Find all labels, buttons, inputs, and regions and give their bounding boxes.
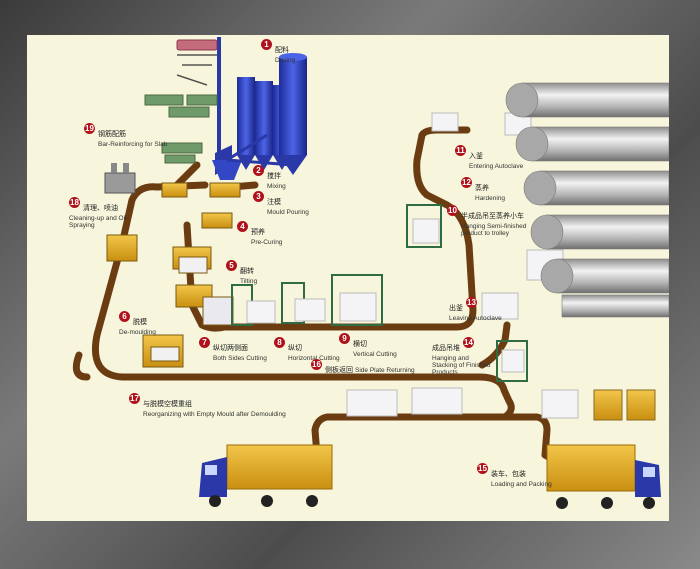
- step-label-zh: 装车、包装: [491, 471, 526, 478]
- step-label-en: Entering Autoclave: [469, 162, 524, 170]
- step-pre-curing: 4预养 Pre-Curing: [237, 221, 282, 246]
- step-both-sides-cutting: 7纵切两侧面 Both Sides Cutting: [199, 337, 267, 362]
- step-badge: 4: [237, 221, 248, 232]
- reinforcing-cages: [144, 39, 218, 164]
- step-label-zh: 成品吊堆: [432, 345, 460, 352]
- process-illustration: [72, 37, 669, 509]
- step-badge: 14: [463, 337, 474, 348]
- step-label-en: Loading and Packing: [491, 480, 552, 488]
- step-label-zh: 纵切: [288, 345, 302, 352]
- step-label-en: Tilting: [240, 277, 258, 285]
- step-label-en: Vertical Cutting: [353, 350, 397, 358]
- step-label-en: Both Sides Cutting: [213, 354, 267, 362]
- step-vertical-cutting: 9横切 Vertical Cutting: [339, 333, 397, 358]
- step-badge: 16: [311, 359, 322, 370]
- step-label-zh: 出釜: [449, 305, 463, 312]
- step-label-zh: 钢筋配筋: [98, 131, 126, 138]
- truck-left: [199, 444, 333, 507]
- step-label-zh: 搅拌: [267, 173, 281, 180]
- step-label-en: Hardening: [475, 194, 505, 202]
- step-reorganizing: 17与脱模空模重组 Reorganizing with Empty Mould a…: [129, 393, 286, 418]
- step-label-zh: 横切: [353, 341, 367, 348]
- step-label-zh: 蒸养: [475, 185, 489, 192]
- step-label-zh: 与脱模空模重组: [143, 401, 192, 408]
- step-label-zh: 注模: [267, 199, 281, 206]
- step-label-en: Bar-Reinforcing for Slab: [98, 140, 168, 148]
- step-badge: 9: [339, 333, 350, 344]
- cutting-machines: [231, 204, 528, 382]
- step-mixing: 2搅拌 Mixing: [253, 165, 286, 190]
- step-label-en: Leaving Autoclave: [449, 314, 502, 322]
- step-loading-packing: 15装车、包装 Loading and Packing: [477, 463, 552, 488]
- step-cleaning-oil-spraying: 18清理、喷油 Cleaning-up and Oil-Spraying: [69, 197, 129, 229]
- step-badge: 18: [69, 197, 80, 208]
- step-badge: 2: [253, 165, 264, 176]
- step-dosing: 1配料 Dosing: [261, 39, 295, 64]
- step-hanging-to-trolley: 10半成品吊至蒸养小车 Hanging Semi-finished product…: [447, 205, 539, 237]
- step-badge: 17: [129, 393, 140, 404]
- step-label-en: Reorganizing with Empty Mould after Demo…: [143, 410, 286, 418]
- step-badge: 3: [253, 191, 264, 202]
- step-label-en: De-moulding: [119, 328, 156, 336]
- process-diagram: 1配料 Dosing 2搅拌 Mixing 3注模 Mould Pouring 4预养…: [27, 35, 669, 521]
- step-label-en: Mould Pouring: [267, 208, 309, 216]
- step-badge: 7: [199, 337, 210, 348]
- step-badge: 11: [455, 145, 466, 156]
- step-label-zh: 预养: [251, 229, 265, 236]
- step-label-zh: 脱模: [133, 319, 147, 326]
- step-horizontal-cutting: 8纵切 Horizontal Cutting: [274, 337, 340, 362]
- step-de-moulding: 6脱模 De-moulding: [119, 311, 156, 336]
- step-badge: 1: [261, 39, 272, 50]
- step-label-en: Hanging Semi-finished product to trolley: [461, 222, 527, 238]
- step-label-en: Mixing: [267, 182, 286, 190]
- step-label-en: Cleaning-up and Oil-Spraying: [69, 214, 129, 230]
- step-label-zh: 入釜: [469, 153, 483, 160]
- batching-silos: [212, 37, 307, 180]
- step-bar-reinforcing: 19钢筋配筋 Bar-Reinforcing for Slab: [84, 123, 167, 148]
- moulds: [106, 182, 241, 368]
- step-label-en: Horizontal Cutting: [288, 354, 340, 362]
- step-label-zh: 半成品吊至蒸养小车: [461, 213, 524, 220]
- cleaning-machine: [104, 163, 136, 194]
- step-label-en: Dosing: [275, 56, 296, 64]
- step-badge: 13: [466, 297, 477, 308]
- step-label-zh: 配料: [275, 47, 289, 54]
- step-badge: 10: [447, 205, 458, 216]
- step-mould-pouring: 3注模 Mould Pouring: [253, 191, 309, 216]
- step-label-zh: 纵切两侧面: [213, 345, 248, 352]
- step-label-zh: 清理、喷油: [83, 205, 118, 212]
- step-badge: 19: [84, 123, 95, 134]
- step-tilting: 5翻转 Tilting: [226, 260, 257, 285]
- step-badge: 12: [461, 177, 472, 188]
- step-label-en: Pre-Curing: [251, 238, 283, 246]
- step-label-en: Hanging and Stacking of Finished Product…: [432, 354, 491, 377]
- finished-pallets: [593, 389, 656, 421]
- step-badge: 6: [119, 311, 130, 322]
- autoclaves: [505, 82, 669, 318]
- truck-right: [546, 444, 661, 509]
- step-badge: 8: [274, 337, 285, 348]
- step-badge: 5: [226, 260, 237, 271]
- step-entering-autoclave: 11入釜 Entering Autoclave: [455, 145, 523, 170]
- step-hardening: 12蒸养 Hardening: [461, 177, 505, 202]
- step-label-en: Side Plate Returning: [355, 367, 415, 374]
- step-badge: 15: [477, 463, 488, 474]
- step-label-zh: 侧板返回: [325, 367, 353, 374]
- step-label-zh: 翻转: [240, 268, 254, 275]
